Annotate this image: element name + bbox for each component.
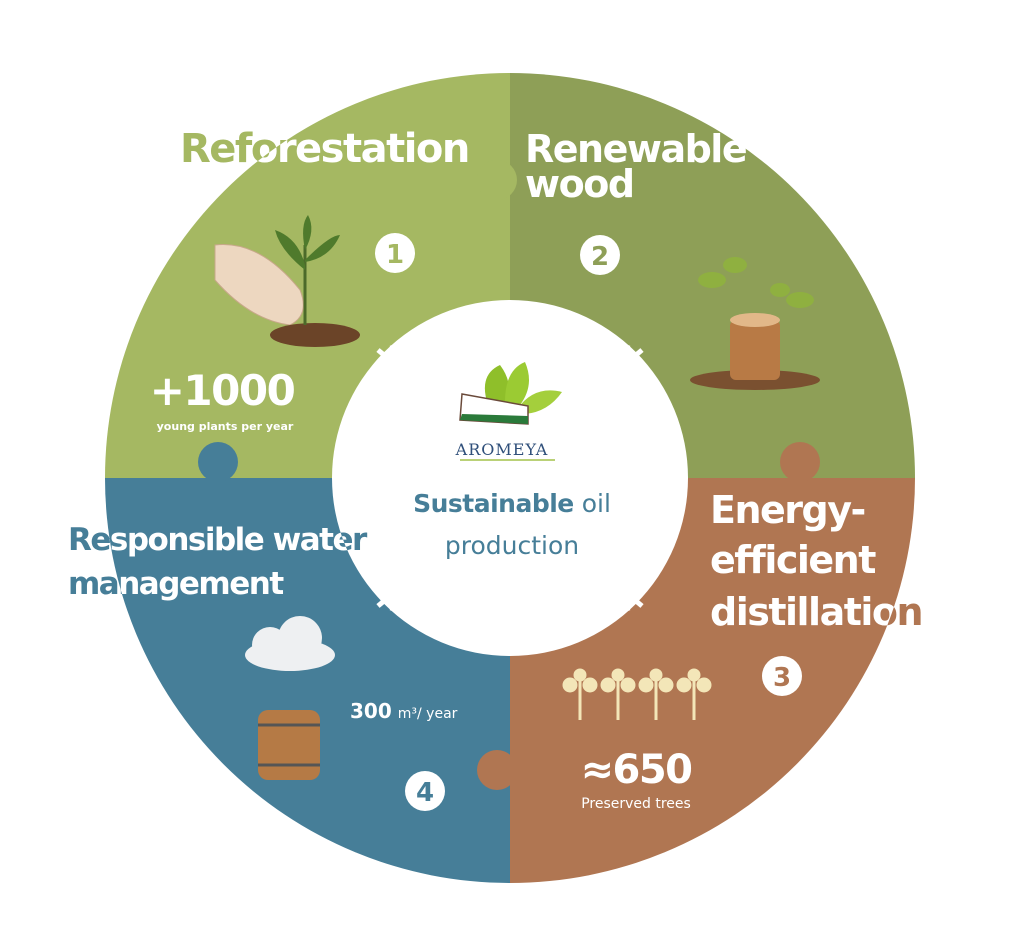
logo-brand: AROMEYA <box>455 440 549 459</box>
water-title-line1: Responsible water <box>68 522 368 558</box>
renewable-title-line2: wood <box>525 162 634 206</box>
distillation-stat: ≈650 <box>580 747 691 793</box>
puzzle-knob <box>477 750 517 790</box>
distillation-stat-label: Preserved trees <box>581 796 691 812</box>
step-badge-1 <box>375 233 415 273</box>
distillation-title-line2: efficient <box>710 538 876 582</box>
title-rest: oil <box>574 489 611 518</box>
step-badge-2 <box>580 235 620 275</box>
trees-icon <box>562 668 712 720</box>
distillation-title-line1: Energy- <box>710 488 865 532</box>
rain-barrel-icon <box>245 616 335 780</box>
water-stat: 300 m³/ year <box>350 699 458 723</box>
diagram-ring <box>105 73 915 883</box>
title-bold: Sustainable <box>413 489 574 518</box>
reforestation-stat: +1000 <box>150 366 295 415</box>
tree-stump-sprouts-icon <box>690 257 820 390</box>
renewable-title-line1: Renewable <box>525 127 746 171</box>
water-stat-unit: m³/ year <box>398 706 458 722</box>
step-badge-3 <box>762 656 802 696</box>
step-number: 3 <box>773 663 791 693</box>
hand-planting-seedling-icon <box>214 215 360 347</box>
center-title: Sustainable oil <box>413 489 611 518</box>
puzzle-knob <box>780 442 820 482</box>
leaf-icon <box>484 365 509 405</box>
center-title-line2: production <box>445 531 579 560</box>
leaf-icon <box>518 390 562 414</box>
center-circle <box>332 300 688 656</box>
reforestation-stat-label: young plants per year <box>157 420 294 433</box>
step-number: 2 <box>591 242 609 272</box>
water-title-line2: management <box>68 566 284 602</box>
leaf-icon <box>505 362 529 405</box>
step-number: 1 <box>386 240 404 270</box>
puzzle-knob <box>477 160 517 200</box>
step-number: 4 <box>416 778 434 808</box>
step-badge-4 <box>405 771 445 811</box>
water-stat-value: 300 <box>350 699 392 723</box>
distillation-title-line3: distillation <box>710 590 922 634</box>
puzzle-knob <box>198 442 238 482</box>
cycle-arrows <box>376 344 644 612</box>
reforestation-title: Reforestation <box>180 126 469 172</box>
aromeya-logo: AROMEYA <box>455 362 562 461</box>
